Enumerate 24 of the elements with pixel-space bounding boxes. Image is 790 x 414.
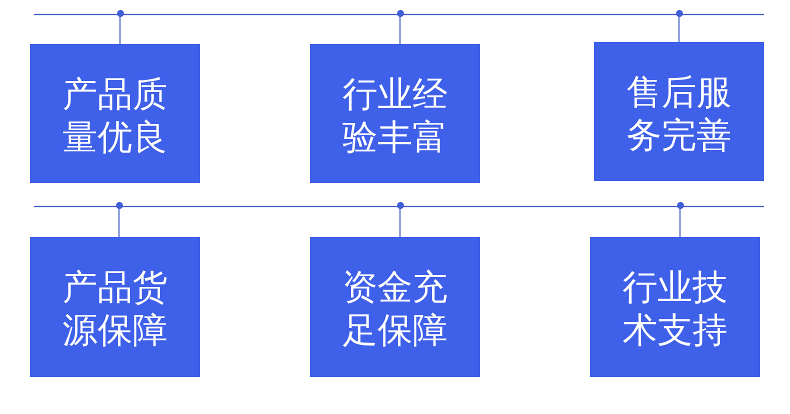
feature-box: [30, 44, 200, 183]
connector-line: [399, 16, 401, 44]
box-label: 产品货源保障: [62, 267, 168, 353]
junction-dot-icon: [396, 10, 404, 16]
box-label: 售后服务完善: [626, 72, 732, 158]
feature-box: [590, 237, 760, 377]
feature-box: [310, 44, 480, 183]
feature-box: [310, 237, 480, 377]
connector-line: [679, 208, 681, 237]
connector-line: [118, 208, 120, 237]
feature-box: [30, 237, 200, 377]
connector-line: [678, 16, 680, 42]
box-label: 资金充足保障: [342, 267, 448, 353]
box-label: 行业经验丰富: [342, 74, 448, 160]
feature-box: [594, 42, 764, 181]
connector-line: [399, 208, 401, 237]
box-label: 行业技术支持: [622, 267, 728, 353]
junction-dot-icon: [116, 202, 122, 208]
box-label: 产品质量优良: [62, 74, 168, 160]
junction-dot-icon: [396, 202, 404, 208]
junction-dot-icon: [676, 10, 682, 16]
connector-line: [119, 16, 121, 44]
junction-dot-icon: [116, 10, 124, 16]
junction-dot-icon: [676, 202, 684, 208]
